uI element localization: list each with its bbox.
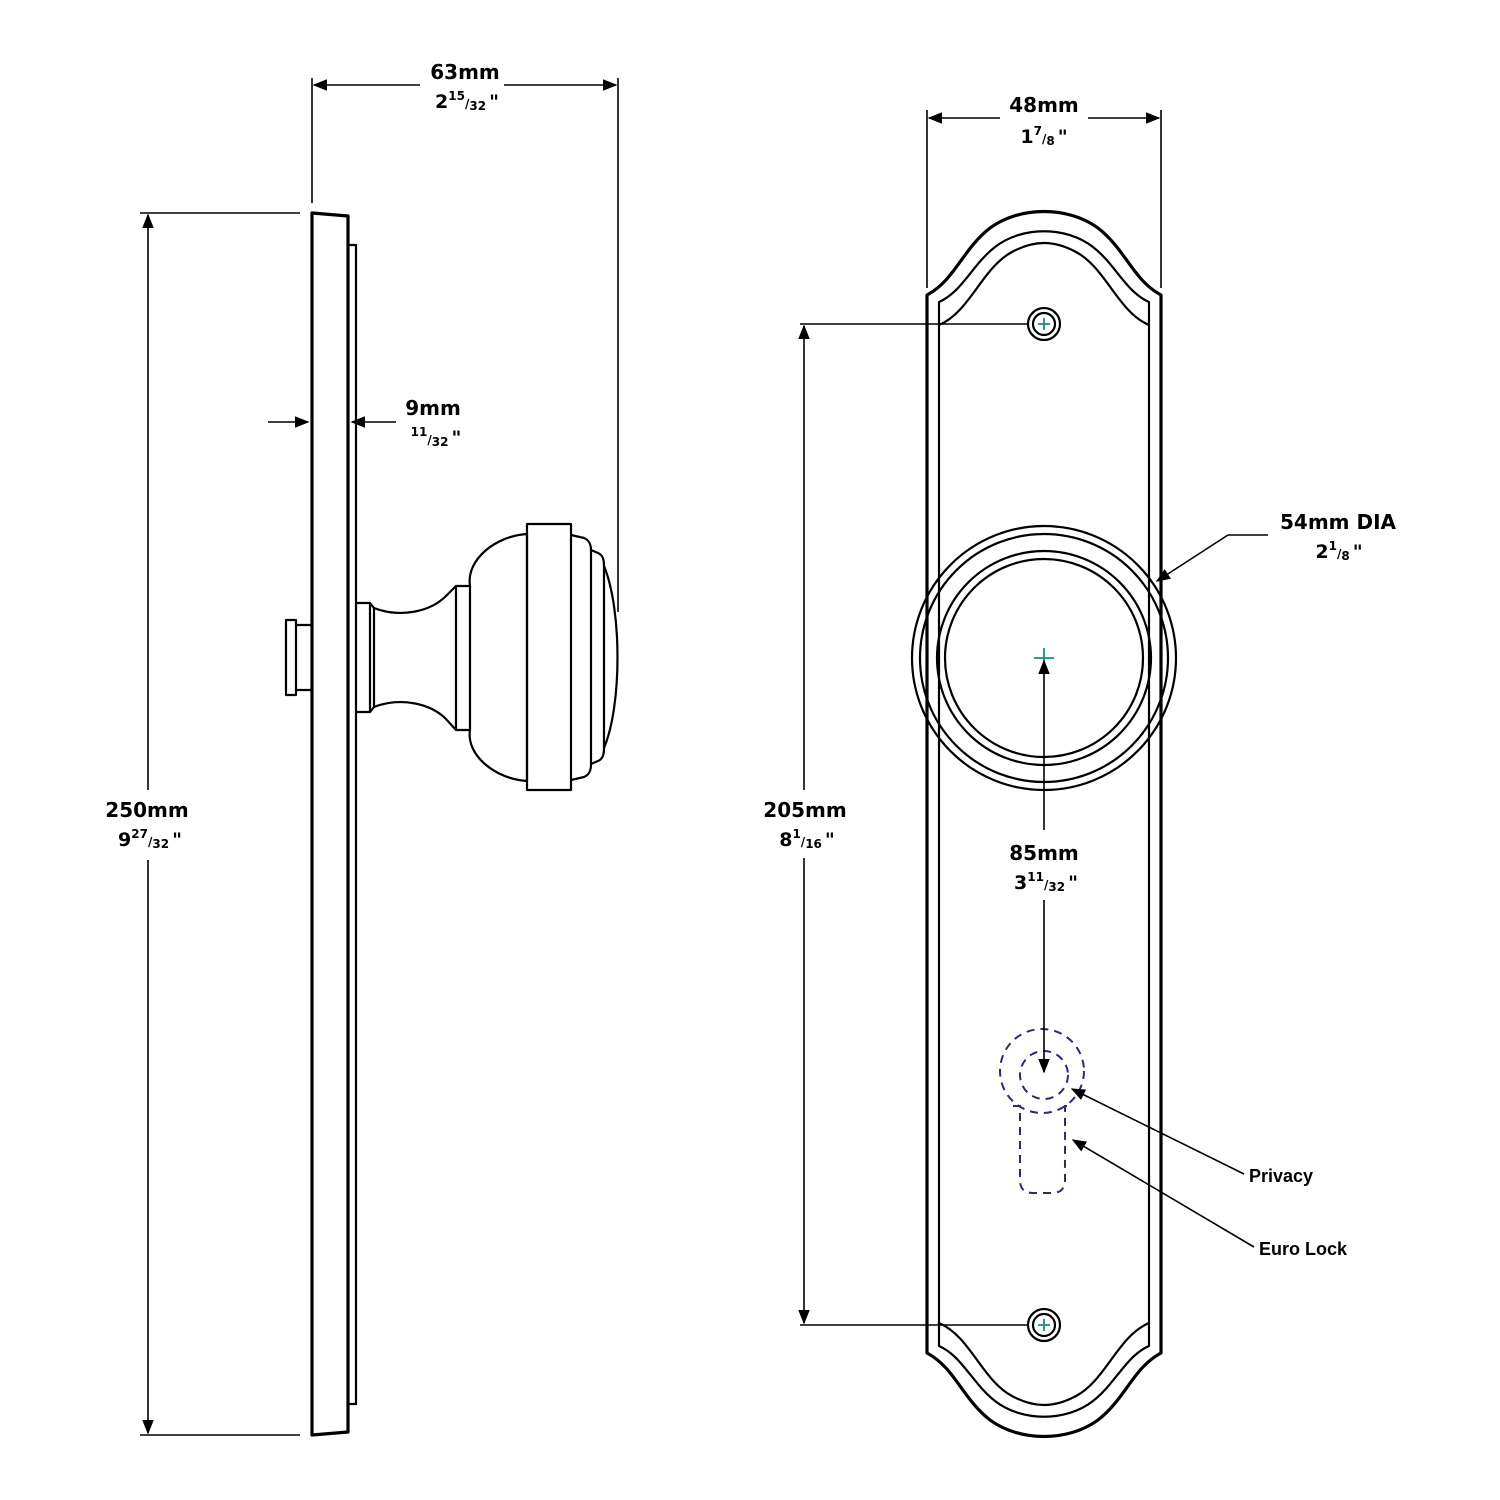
backset-dimension: 85mm 311/32" — [1009, 659, 1079, 1074]
side-knob — [354, 522, 619, 792]
side-width-inch: 215/32" — [435, 89, 499, 113]
side-height-mm: 250mm — [105, 798, 188, 822]
screw-spacing-mm: 205mm — [763, 798, 846, 822]
front-backplate — [925, 209, 1163, 1439]
knob-diameter-mm: 54mm DIA — [1280, 510, 1397, 534]
screw-spacing-inch: 81/16" — [779, 827, 835, 851]
knob-diameter-callout: 54mm DIA 21/8" — [1155, 510, 1397, 582]
front-width-mm: 48mm — [1009, 93, 1079, 117]
bottom-screw — [1026, 1307, 1062, 1343]
backset-inch: 311/32" — [1014, 870, 1078, 894]
front-plate-inner-border — [937, 230, 1151, 1418]
euro-lock-label: Euro Lock — [1259, 1239, 1348, 1259]
bottom-arch-detail — [937, 1321, 1151, 1406]
side-height-dimension: 250mm 927/32" — [105, 212, 300, 1436]
screw-spacing-dimension: 205mm 81/16" — [763, 323, 1027, 1326]
side-height-inch: 927/32" — [118, 827, 182, 851]
side-thickness-dimension: 9mm 11/32" — [268, 396, 461, 449]
knob-diameter-inch: 21/8" — [1315, 539, 1362, 563]
side-width-dimension: 63mm 215/32" — [311, 60, 619, 612]
keyhole-hidden-outline — [999, 1028, 1085, 1194]
side-width-mm: 63mm — [430, 60, 500, 84]
thickness-mm: 9mm — [405, 396, 461, 420]
side-backplate — [310, 211, 350, 1437]
front-width-inch: 17/8" — [1020, 124, 1067, 148]
backset-mm: 85mm — [1009, 841, 1079, 865]
side-view: 63mm 215/32" 9mm 11/32" 250mm 927/32" — [105, 60, 619, 1437]
euro-lock-callout: Euro Lock — [1071, 1139, 1348, 1259]
front-width-dimension: 48mm 17/8" — [926, 93, 1162, 288]
rear-spindle-stub — [284, 618, 314, 697]
thickness-inch: 11/32" — [411, 425, 462, 449]
privacy-callout: Privacy — [1070, 1088, 1313, 1186]
front-view: 48mm 17/8" 54mm DIA 21/8" 205mm 81/16" 8… — [763, 93, 1397, 1439]
privacy-label: Privacy — [1249, 1166, 1313, 1186]
top-arch-detail — [937, 242, 1151, 327]
top-screw — [1026, 306, 1062, 342]
